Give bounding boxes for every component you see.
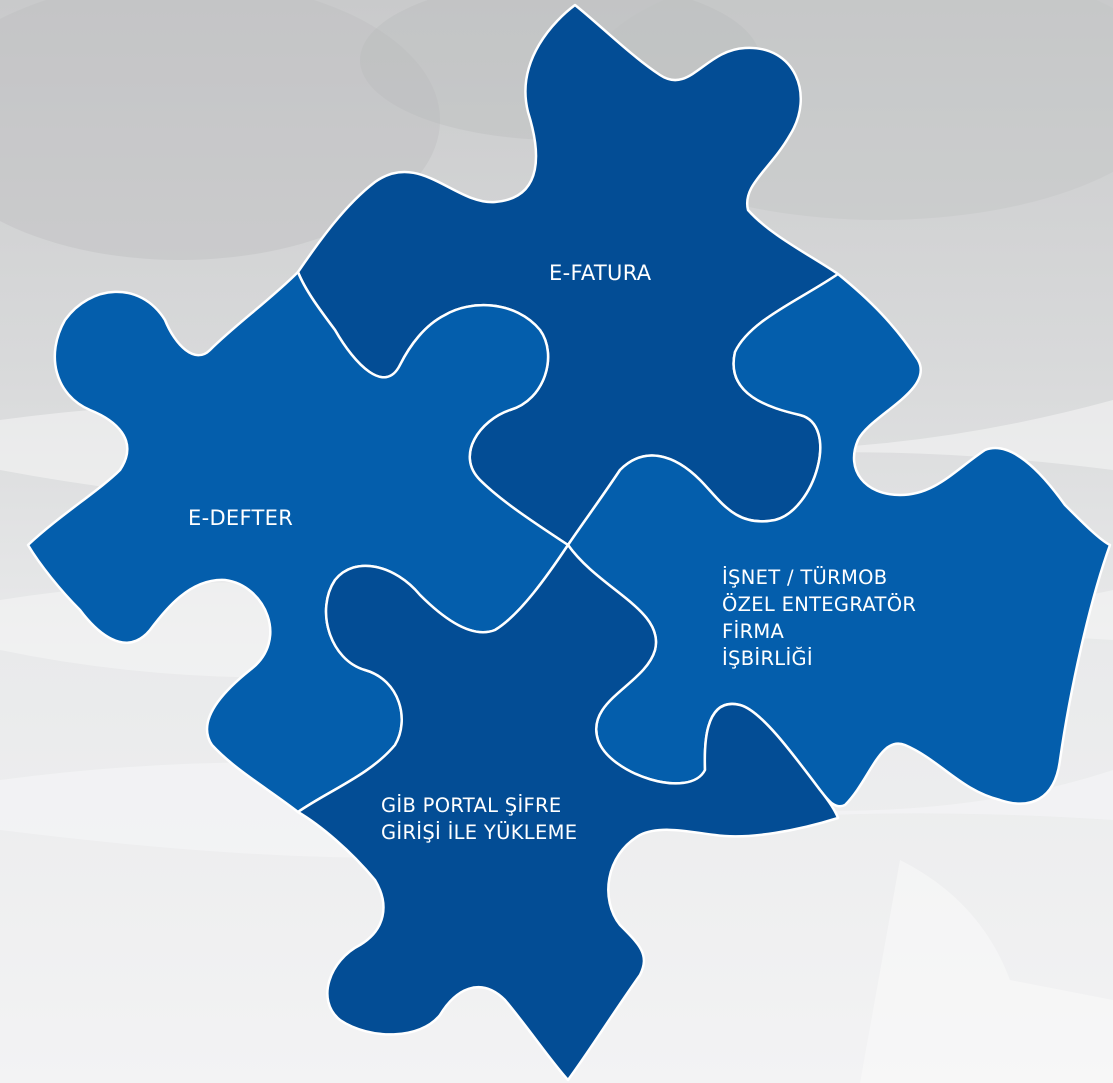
isnet-label-line-4: İŞBİRLİĞİ [722,647,813,670]
gib-label-line-1: GİB PORTAL ŞİFRE [381,794,562,817]
e-defter-label-line: E-DEFTER [188,506,294,530]
e-fatura-label: E-FATURA [549,260,651,287]
gib-label: GİB PORTAL ŞİFRE GİRİŞİ İLE YÜKLEME [381,792,577,846]
isnet-label-line-2: ÖZEL ENTEGRATÖR [722,593,917,616]
gib-label-line-2: GİRİŞİ İLE YÜKLEME [381,821,578,844]
e-fatura-label-line: E-FATURA [549,261,652,285]
puzzle-piece-gib [296,543,840,1082]
isnet-label-line-1: İŞNET / TÜRMOB [722,566,888,589]
e-defter-label: E-DEFTER [188,505,293,532]
isnet-label: İŞNET / TÜRMOB ÖZEL ENTEGRATÖR FİRMA İŞB… [722,564,916,672]
isnet-label-line-3: FİRMA [722,620,785,643]
